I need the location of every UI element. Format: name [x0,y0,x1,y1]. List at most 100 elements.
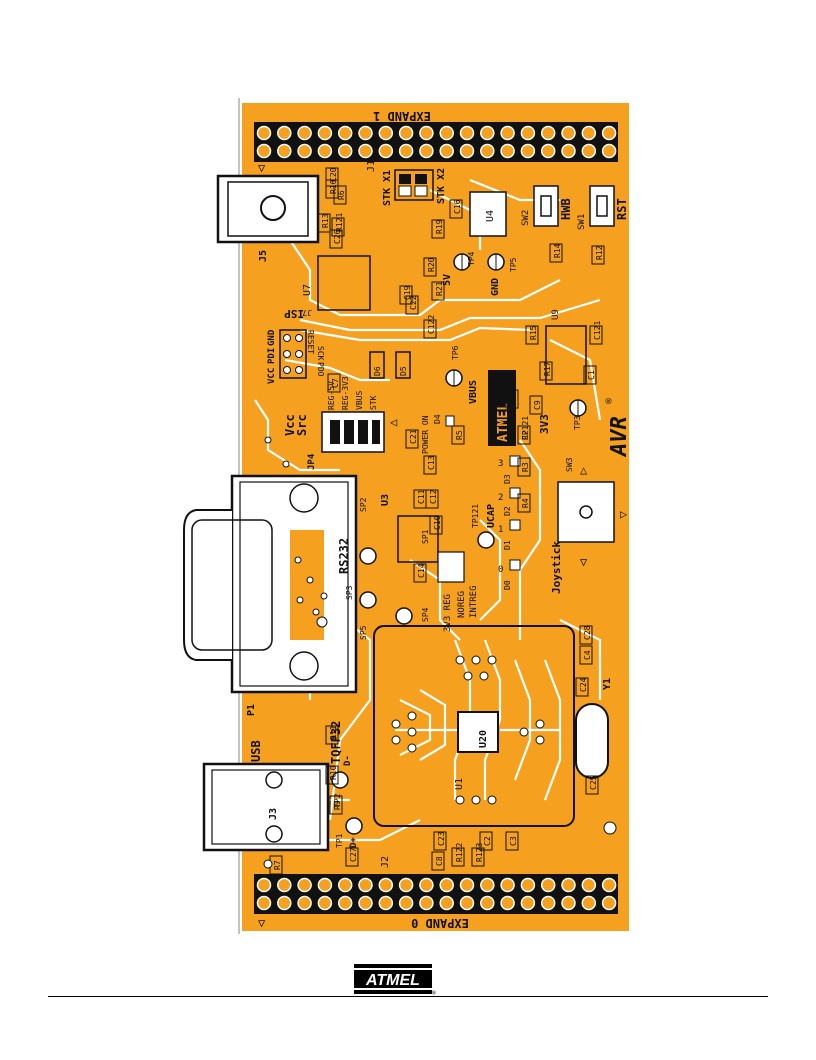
header-pin-hole [601,877,617,893]
passive-label: C122 [427,315,436,334]
header-pin-hole [256,125,272,141]
led-num-0: 0 [498,565,503,575]
tp6-label: TP6 [451,345,460,360]
joystick-arrow-right: ▷ [620,507,628,521]
avr-text: AVR [607,416,632,458]
u7-label: U7 [302,284,313,296]
header-pin-hole [500,895,515,911]
tp5-label: TP5 [509,257,518,272]
passive-footprint [591,245,605,265]
reg5v-label: REG-5V [327,381,336,410]
dplus-label: D+ [349,837,359,848]
passive-label: C11 [417,489,426,504]
u7-bridge: U7 [302,255,371,311]
passive-label: C121 [593,321,602,340]
isp-sck-label: SCK [316,346,325,361]
passive-footprint [423,455,437,475]
tp5-gnd: GND TP5 [487,253,518,296]
passive-footprint [585,775,599,795]
header-pin-hole [378,125,394,141]
header-pin-hole [500,877,515,893]
header-pin-hole [520,895,536,911]
tp1-dplus: D+ TP1 [335,817,363,848]
header-pin-hole [540,125,556,141]
passive-components: R1R2R3R4R5R6R7R9R10R11R12R13R14R15R16R17… [269,167,605,875]
header-pin-hole [439,895,454,911]
header-pin-hole [581,895,597,911]
tp4-5v: 5V TP4 [442,251,476,286]
p1-label: P1 [246,704,257,716]
u4-regulator: U4 [469,191,507,237]
passive-label: R5 [455,430,464,440]
passive-label: C19 [403,285,412,300]
jp4-label: JP4 [307,453,317,470]
header-pin-hole [297,143,312,159]
passive-footprint [433,831,447,851]
d4-label: D4 [433,414,442,424]
pin1-marker-top: ▽ [258,161,266,175]
passive-footprint [529,395,543,415]
joystick-arrow-down: ▽ [580,555,588,569]
passive-label: R3 [521,462,530,472]
joystick-arrow-up: △ [580,463,588,477]
header-pin-hole [459,125,475,141]
passive-footprint [327,373,341,393]
header-pin-hole [540,895,556,911]
passive-label: R7 [273,860,282,870]
header-pin-hole [480,125,495,141]
sw3-label: SW3 [565,457,574,472]
passive-footprint [583,365,597,385]
passive-footprint [431,281,445,301]
tp-vbus-label: VBUS [468,380,479,404]
passive-label: C26 [333,229,342,244]
passive-label: C13 [427,455,436,470]
d2-label: D2 [503,506,512,516]
tp-gnd-label: GND [490,278,501,296]
tp121-ucap: TP121 UCAP [471,504,497,549]
header-pin-hole [500,125,515,141]
passive-footprint [517,457,531,477]
isp-gnd-label: GND [267,329,277,346]
led-num-3: 3 [498,459,503,469]
passive-label: R6 [337,190,346,200]
isp-label: ISP [284,307,304,320]
passive-label: R1 [509,394,518,404]
footer-logo-reg: ® [432,990,436,996]
tp-5v-label: 5V [442,274,453,286]
passive-footprint [575,677,589,697]
y1-label: Y1 [602,678,613,690]
expand0-label: EXPAND 0 [411,916,469,930]
led-num-1: 1 [498,525,503,535]
regulator-select: NOREG INTREG 3V3 REG [437,551,479,632]
passive-label: C20 [329,167,338,182]
passive-label: C4 [583,650,592,660]
y1-crystal: Y1 [575,678,613,779]
passive-label: C25 [589,775,598,790]
footer-logo-text: ATMEL [365,972,420,989]
sp1-label: SP1 [421,529,430,544]
passive-footprint [471,847,485,867]
expand0-header: EXPAND 0 ▽ J2 [254,856,618,930]
header-pin-hole [398,877,414,893]
rst-label: RST [615,198,629,220]
footer-atmel-logo: ATMEL ® [354,964,436,996]
header-pin-hole [459,877,475,893]
header-pin-hole [500,143,515,159]
sp3-label: SP3 [345,585,354,600]
passive-label: R9 [333,800,342,810]
vias [263,436,617,869]
passive-label: C24 [579,677,588,692]
passive-label: R20 [427,257,436,272]
passive-label: C27 [349,847,358,862]
u4-label: U4 [485,210,496,222]
u20-label: U20 [478,730,489,748]
passive-label: R12 [595,245,604,260]
isp-vcc-label: VCC [267,368,277,384]
hwb-label: HWB [559,198,573,220]
passive-footprint [325,179,339,199]
passive-footprint [451,425,465,445]
passive-label: R121 [335,213,344,232]
stk-label: STK [369,395,378,410]
